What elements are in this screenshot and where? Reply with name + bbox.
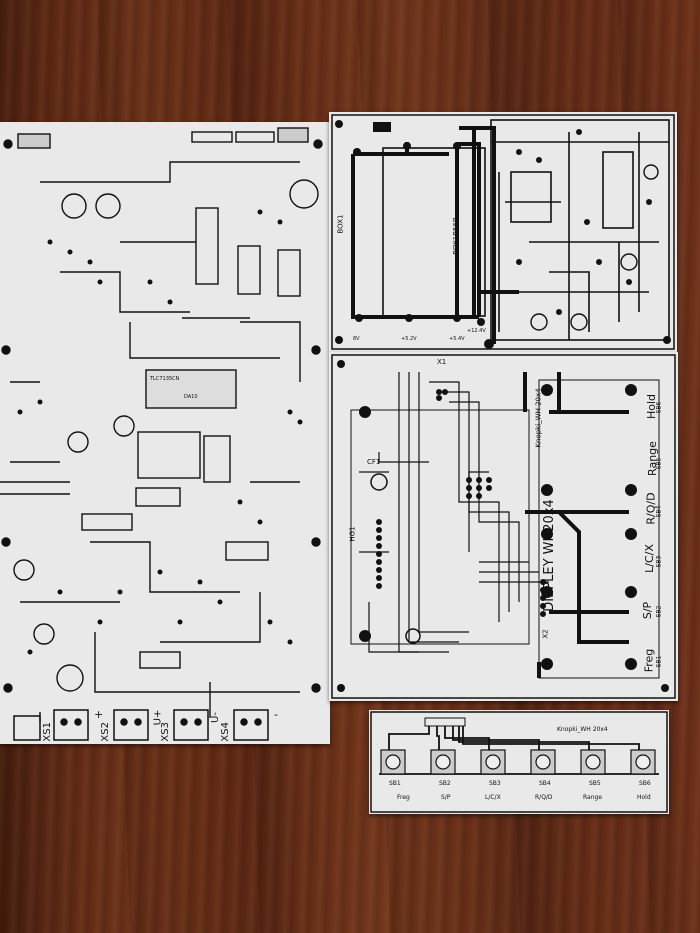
power-pcb-artwork — [331, 114, 675, 350]
button-pcb-sheet: Knopki_WH 20x4 SB1 SB2 SB3 SB4 SB5 SB6 F… — [369, 710, 669, 814]
bb-label-freg: Freg — [397, 794, 410, 801]
hg1-label: HG1 — [348, 526, 357, 542]
bb-ref-sb3: SB3 — [489, 780, 501, 787]
bb-ref-sb6: SB6 — [639, 780, 651, 787]
button-label-sp: S/P — [641, 601, 655, 620]
chip-label-da10: DA10 — [184, 394, 198, 400]
pin-12-4v: +12.4V — [467, 328, 486, 334]
power-pcb-sheet: BOX1 BOX1B56B 8V +5.2V +5.4V +12.4V — [329, 112, 677, 352]
sign-u-minus: U- — [209, 712, 221, 723]
button-board-title: Knopki_WH 20x4 — [557, 726, 608, 733]
bb-label-rqd: R/Q/D — [535, 794, 553, 801]
button-ref-sb4: SB4 — [655, 505, 663, 518]
button-label-lcx: L/C/X — [642, 544, 656, 573]
button-ref-sb2: SB2 — [655, 605, 663, 618]
cf1-label: CF1 — [367, 458, 381, 466]
button-ref-sb5: SB5 — [655, 457, 663, 470]
bb-ref-sb5: SB5 — [589, 780, 601, 787]
connector-x1: X1 — [437, 358, 447, 366]
button-ref-sb3: SB3 — [655, 555, 663, 568]
bb-ref-sb2: SB2 — [439, 780, 451, 787]
bb-ref-sb1: SB1 — [389, 780, 401, 787]
button-label-freg: Freg — [642, 648, 656, 673]
chip-label-tlc7135: TLC7135CN — [150, 376, 180, 382]
connector-xs1: XS1 — [42, 722, 53, 742]
display-title: DISPLEY WH20x4 — [541, 499, 557, 612]
button-ref-sb1: SB1 — [655, 655, 663, 668]
bb-label-lcx: L/C/X — [485, 794, 501, 801]
connector-xs4: XS4 — [220, 722, 231, 742]
bb-label-hold: Hold — [637, 794, 651, 801]
box1-label: BOX1 — [336, 214, 345, 234]
box1b-label: BOX1B56B — [451, 217, 460, 255]
connector-xs2: XS2 — [100, 722, 111, 742]
pin-8v: 8V — [353, 336, 360, 342]
sign-plus: + — [94, 708, 104, 721]
connector-x2: X2 — [541, 629, 550, 639]
bb-ref-sb4: SB4 — [539, 780, 551, 787]
button-pcb-artwork — [370, 711, 668, 813]
sign-u-plus: U+ — [152, 709, 164, 726]
bb-label-range: Range — [583, 794, 603, 801]
display-pcb-artwork — [331, 354, 676, 699]
main-pcb-artwork — [0, 127, 323, 741]
pin-5-2v: +5.2V — [401, 336, 417, 342]
main-pcb-sheet: TLC7135CN DA10 XS1 XS2 XS3 XS4 + U+ U- - — [0, 122, 330, 744]
pin-5-4v: +5.4V — [449, 336, 465, 342]
sign-minus: - — [274, 708, 278, 721]
display-small-title: Knopki_WH 20x4 — [534, 388, 543, 448]
display-pcb-sheet: DISPLEY WH20x4 Knopki_WH 20x4 X1 X2 HG1 … — [329, 352, 678, 701]
bb-label-sp: S/P — [441, 794, 451, 801]
button-ref-sb6: SB6 — [655, 401, 663, 414]
